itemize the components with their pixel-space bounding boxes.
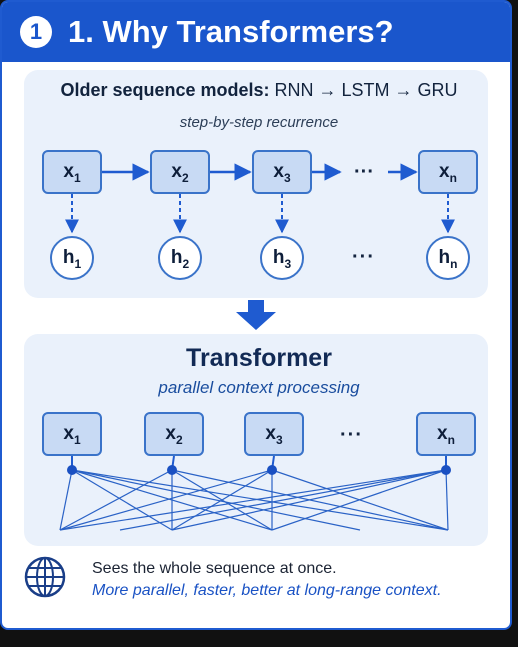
older-models-heading-label: Older sequence models: — [60, 80, 270, 100]
hidden-state-h1: h1 — [50, 236, 94, 280]
step-badge: 1 — [20, 16, 52, 48]
hidden-state-h3: h3 — [260, 236, 304, 280]
rnn-input-x3-base: x — [273, 161, 284, 182]
rnn-input-xn-sub: n — [449, 170, 457, 185]
hidden-state-h3-sub: 3 — [284, 256, 292, 271]
hidden-ellipsis: ··· — [352, 246, 375, 268]
older-models-heading: Older sequence models: RNN → LSTM → GRU — [0, 80, 518, 101]
transformer-input-x3-sub: 3 — [275, 432, 283, 447]
transformer-input-x2-sub: 2 — [175, 432, 183, 447]
hidden-state-hn-base: h — [438, 247, 451, 268]
attention-nodes — [67, 465, 451, 475]
hidden-state-arrows — [65, 194, 455, 234]
transformer-input-xn-base: x — [437, 423, 448, 444]
rnn-input-x3: x3 — [252, 150, 312, 194]
rnn-input-x1-sub: 1 — [73, 170, 81, 185]
hidden-state-hn: hn — [426, 236, 470, 280]
recurrence-ellipsis: ··· — [354, 161, 374, 183]
attention-connections — [59, 469, 449, 531]
transformer-input-xn-sub: n — [447, 432, 455, 447]
globe-icon — [24, 556, 66, 598]
hidden-state-h2: h2 — [158, 236, 202, 280]
hidden-state-h3-base: h — [272, 247, 285, 268]
rnn-input-x2: x2 — [150, 150, 210, 194]
rnn-input-x1: x1 — [42, 150, 102, 194]
hidden-state-h1-sub: 1 — [74, 256, 82, 271]
rnn-input-xn: xn — [418, 150, 478, 194]
hidden-state-h1-base: h — [62, 247, 75, 268]
hidden-state-h2-sub: 2 — [182, 256, 190, 271]
rnn-input-x3-sub: 3 — [283, 170, 291, 185]
rnn-input-xn-base: x — [439, 161, 450, 182]
transformer-input-x3: x3 — [244, 412, 304, 456]
slide-title: 1. Why Transformers? — [68, 14, 394, 49]
transformer-heading: Transformer — [186, 344, 332, 372]
footer-line-2: More parallel, faster, better at long-ra… — [92, 582, 442, 599]
transformer-input-x1: x1 — [42, 412, 102, 456]
transformer-input-x3-base: x — [265, 423, 276, 444]
older-models-subtitle: step-by-step recurrence — [179, 114, 339, 131]
rnn-input-x2-sub: 2 — [181, 170, 189, 185]
transformer-subtitle: parallel context processing — [158, 378, 360, 397]
transformer-ellipsis: ··· — [340, 424, 363, 446]
down-arrow-icon — [236, 300, 276, 330]
header-bar: 1 1. Why Transformers? — [2, 2, 510, 62]
transformer-input-x2-base: x — [165, 423, 176, 444]
older-models-list: RNN → LSTM → GRU — [269, 80, 458, 100]
transformer-input-x1-sub: 1 — [73, 432, 81, 447]
transformer-input-xn: xn — [416, 412, 476, 456]
hidden-state-h2-base: h — [170, 247, 183, 268]
footer-line-1: Sees the whole sequence at once. — [92, 560, 337, 577]
transformer-input-x1-base: x — [63, 423, 74, 444]
hidden-state-hn-sub: n — [450, 256, 458, 271]
transformer-input-x2: x2 — [144, 412, 204, 456]
rnn-input-x2-base: x — [171, 161, 182, 182]
rnn-input-x1-base: x — [63, 161, 74, 182]
attention-stems — [71, 455, 447, 471]
